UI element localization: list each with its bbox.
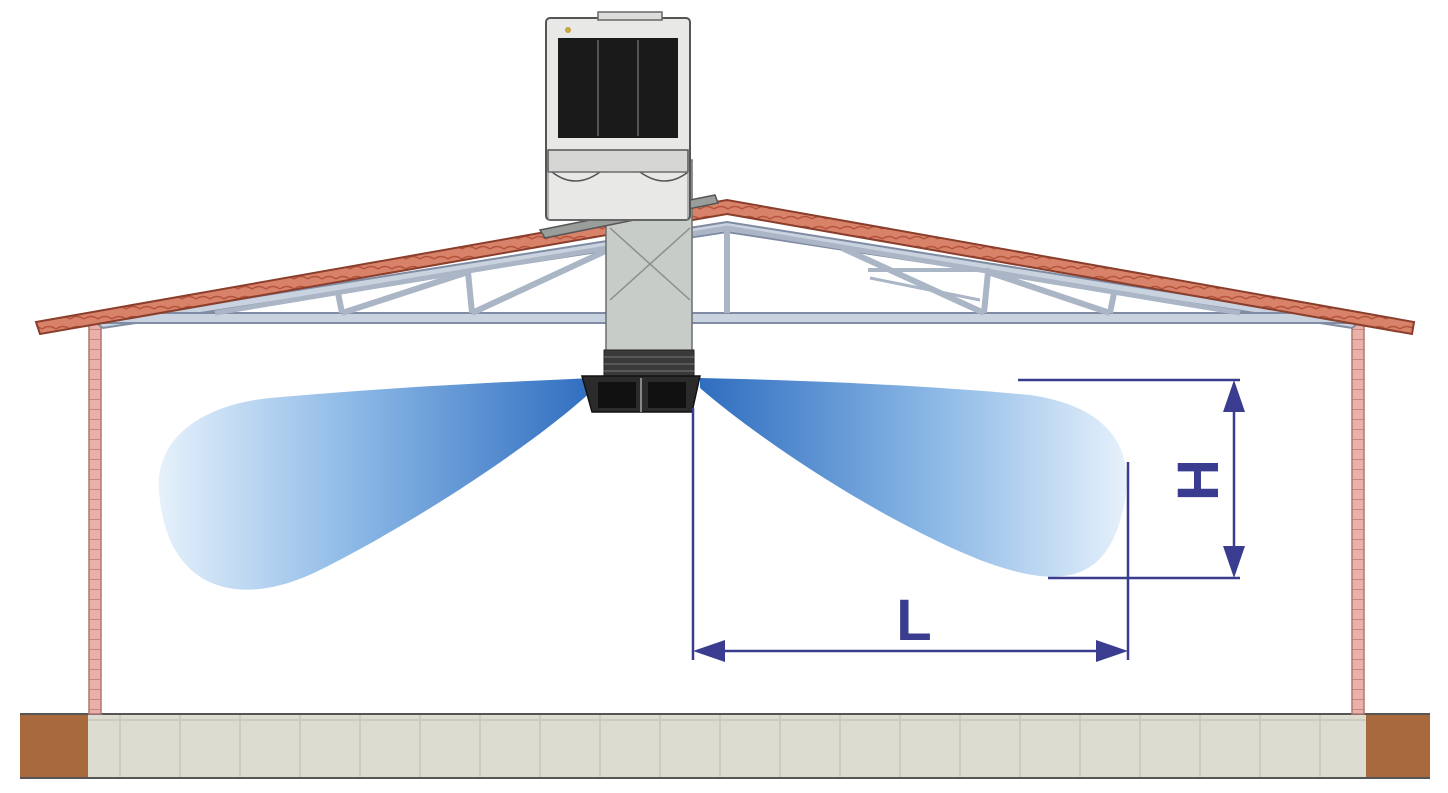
airflow-right xyxy=(700,378,1127,577)
airflow-left xyxy=(158,378,595,590)
airflow xyxy=(158,378,1127,590)
ground-left xyxy=(20,714,90,778)
ground xyxy=(20,713,1430,779)
roof-truss xyxy=(92,220,1363,330)
evaporative-cooler-icon xyxy=(545,11,691,221)
height-arrow-bottom xyxy=(1223,546,1245,578)
truss-bottom-chord xyxy=(94,312,1361,324)
length-arrow-left xyxy=(693,640,725,662)
length-label: L xyxy=(896,588,931,653)
floor-slab xyxy=(88,714,1366,778)
wall-right xyxy=(1351,321,1365,715)
ground-right xyxy=(1364,714,1430,778)
roof-tiles xyxy=(34,198,1416,336)
air-diffuser-icon xyxy=(581,375,701,413)
cooler-pad xyxy=(558,38,678,138)
length-arrow-right xyxy=(1096,640,1128,662)
height-arrow-top xyxy=(1223,380,1245,412)
dimension-lines xyxy=(691,378,1245,662)
roof xyxy=(34,198,1416,336)
height-label: H xyxy=(1166,459,1231,501)
truss-top-chord xyxy=(92,220,1363,330)
wall-left xyxy=(88,321,102,715)
